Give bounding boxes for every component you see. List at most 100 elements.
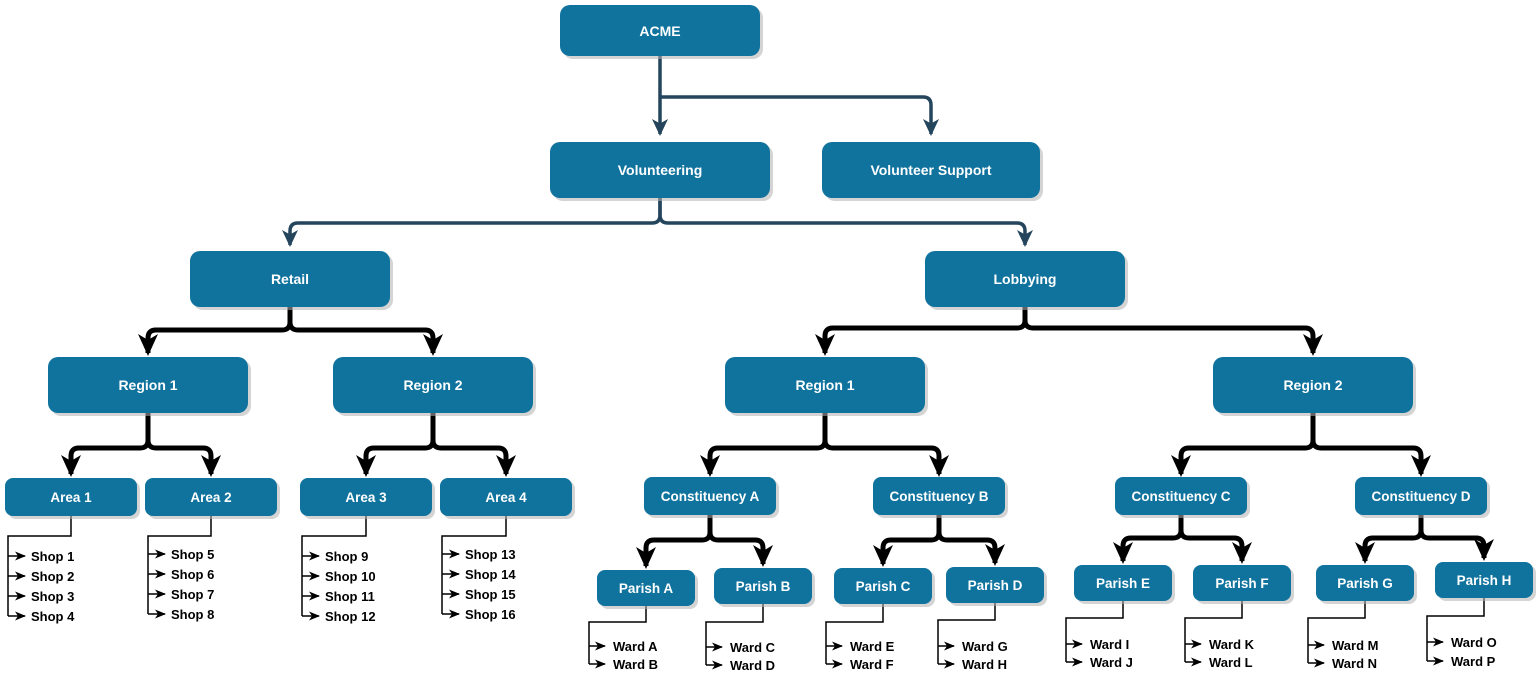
leaf-shop-11[interactable]: Shop 11 — [325, 589, 375, 604]
leaf-ward-m[interactable]: Ward M — [1332, 638, 1378, 653]
leaf-shop-14[interactable]: Shop 14 — [465, 567, 516, 582]
node-constituency-d[interactable]: Constituency D — [1355, 477, 1490, 518]
node-box — [644, 477, 776, 515]
leaf-shop-6[interactable]: Shop 6 — [171, 567, 214, 582]
leaf-ward-k[interactable]: Ward K — [1209, 637, 1255, 652]
leaf-shop-7[interactable]: Shop 7 — [171, 587, 214, 602]
leaf-shop-16[interactable]: Shop 16 — [465, 607, 516, 622]
leaf-shop-1[interactable]: Shop 1 — [31, 549, 74, 564]
node-parish-d-label: Parish D — [968, 578, 1023, 593]
node-box — [714, 568, 812, 604]
leaf-ward-f[interactable]: Ward F — [850, 657, 894, 672]
node-constituency-a-label: Constituency A — [661, 489, 760, 504]
node-constituency-a[interactable]: Constituency A — [644, 477, 779, 518]
leaf-shop-9[interactable]: Shop 9 — [325, 549, 368, 564]
leaf-ward-l[interactable]: Ward L — [1209, 655, 1253, 670]
leaf-shop-8[interactable]: Shop 8 — [171, 607, 214, 622]
node-retail-region-2[interactable]: Region 2 — [333, 357, 536, 416]
node-area-4-label: Area 4 — [485, 490, 527, 505]
node-box — [1355, 477, 1487, 515]
leaf-shop-3[interactable]: Shop 3 — [31, 589, 74, 604]
primary-edges — [282, 56, 1033, 247]
parish-b-ward-list: Ward C Ward D — [730, 640, 776, 673]
node-constituency-c-label: Constituency C — [1131, 489, 1230, 504]
leaf-ward-e[interactable]: Ward E — [850, 639, 895, 654]
node-area-4[interactable]: Area 4 — [440, 478, 575, 519]
node-parish-g[interactable]: Parish G — [1316, 565, 1417, 604]
connector-parish-c-wards — [825, 604, 884, 664]
node-area-2-label: Area 2 — [190, 490, 231, 505]
node-parish-a[interactable]: Parish A — [597, 570, 698, 609]
node-box — [597, 570, 695, 606]
node-box — [5, 478, 137, 516]
edge-constituency-b-parish-d — [936, 515, 1005, 566]
node-lobbying[interactable]: Lobbying — [925, 251, 1128, 310]
node-parish-e-label: Parish E — [1096, 576, 1150, 591]
leaf-shop-10[interactable]: Shop 10 — [325, 569, 376, 584]
node-box — [1074, 565, 1172, 601]
node-area-3[interactable]: Area 3 — [300, 478, 435, 519]
leaf-ward-b[interactable]: Ward B — [613, 657, 658, 672]
edge-lregion1-constituency-a — [700, 413, 828, 477]
node-lobbying-region-1[interactable]: Region 1 — [725, 357, 928, 416]
leaf-shop-2[interactable]: Shop 2 — [31, 569, 74, 584]
edge-retail-region2 — [287, 307, 443, 356]
leaf-shop-12[interactable]: Shop 12 — [325, 609, 376, 624]
edge-constituency-c-parish-f — [1178, 515, 1252, 564]
node-lobbying-region-2[interactable]: Region 2 — [1213, 357, 1416, 416]
node-retail-label: Retail — [271, 271, 309, 287]
node-area-2[interactable]: Area 2 — [145, 478, 280, 519]
leaf-connectors — [7, 516, 1485, 670]
leaf-ward-g[interactable]: Ward G — [962, 639, 1008, 654]
edge-constituency-c-parish-e — [1113, 515, 1184, 564]
node-box — [300, 478, 432, 516]
node-volunteering[interactable]: Volunteering — [550, 142, 773, 201]
edge-constituency-b-parish-c — [873, 515, 942, 567]
node-box — [946, 567, 1044, 603]
leaf-ward-j[interactable]: Ward J — [1090, 655, 1133, 670]
edge-region1-area1 — [61, 413, 151, 477]
leaf-ward-c[interactable]: Ward C — [730, 640, 776, 655]
edge-volunteering-retail — [282, 198, 662, 247]
edge-retail-region1 — [138, 307, 293, 356]
leaf-ward-a[interactable]: Ward A — [613, 639, 658, 654]
node-parish-g-label: Parish G — [1337, 576, 1393, 591]
node-parish-d[interactable]: Parish D — [946, 567, 1047, 606]
node-parish-f[interactable]: Parish F — [1193, 565, 1294, 604]
node-box — [145, 478, 277, 516]
edge-lobbying-region2 — [1022, 307, 1323, 356]
node-parish-b[interactable]: Parish B — [714, 568, 815, 607]
edge-constituency-d-parish-h — [1418, 515, 1494, 561]
node-parish-e[interactable]: Parish E — [1074, 565, 1175, 604]
edge-lregion2-constituency-d — [1310, 413, 1431, 477]
node-parish-c-label: Parish C — [856, 579, 911, 594]
leaf-ward-h[interactable]: Ward H — [962, 657, 1007, 672]
node-parish-h[interactable]: Parish H — [1435, 562, 1536, 601]
edge-constituency-a-parish-a — [636, 515, 713, 569]
node-retail-region-1[interactable]: Region 1 — [48, 357, 251, 416]
node-area-1[interactable]: Area 1 — [5, 478, 140, 519]
node-constituency-c[interactable]: Constituency C — [1115, 477, 1250, 518]
node-parish-f-label: Parish F — [1215, 576, 1268, 591]
node-volunteer-support[interactable]: Volunteer Support — [822, 142, 1043, 201]
node-acme[interactable]: ACME — [560, 5, 763, 59]
leaf-ward-n[interactable]: Ward N — [1332, 656, 1377, 671]
node-constituency-b[interactable]: Constituency B — [873, 477, 1008, 518]
leaf-ward-o[interactable]: Ward O — [1451, 635, 1497, 650]
leaf-ward-p[interactable]: Ward P — [1451, 654, 1496, 669]
connector-parish-h-wards — [1426, 598, 1485, 661]
edge-region2-area4 — [430, 413, 516, 477]
leaf-shop-15[interactable]: Shop 15 — [465, 587, 516, 602]
leaf-shop-13[interactable]: Shop 13 — [465, 547, 516, 562]
parish-e-ward-list: Ward I Ward J — [1090, 637, 1133, 670]
leaf-shop-4[interactable]: Shop 4 — [31, 609, 75, 624]
node-retail[interactable]: Retail — [190, 251, 393, 310]
node-lobbying-region-1-label: Region 1 — [795, 377, 854, 393]
leaf-ward-i[interactable]: Ward I — [1090, 637, 1129, 652]
node-box — [834, 568, 932, 604]
leaf-ward-d[interactable]: Ward D — [730, 658, 775, 673]
leaf-shop-5[interactable]: Shop 5 — [171, 547, 214, 562]
node-box — [873, 477, 1005, 515]
node-box — [1213, 357, 1413, 413]
node-parish-c[interactable]: Parish C — [834, 568, 935, 607]
